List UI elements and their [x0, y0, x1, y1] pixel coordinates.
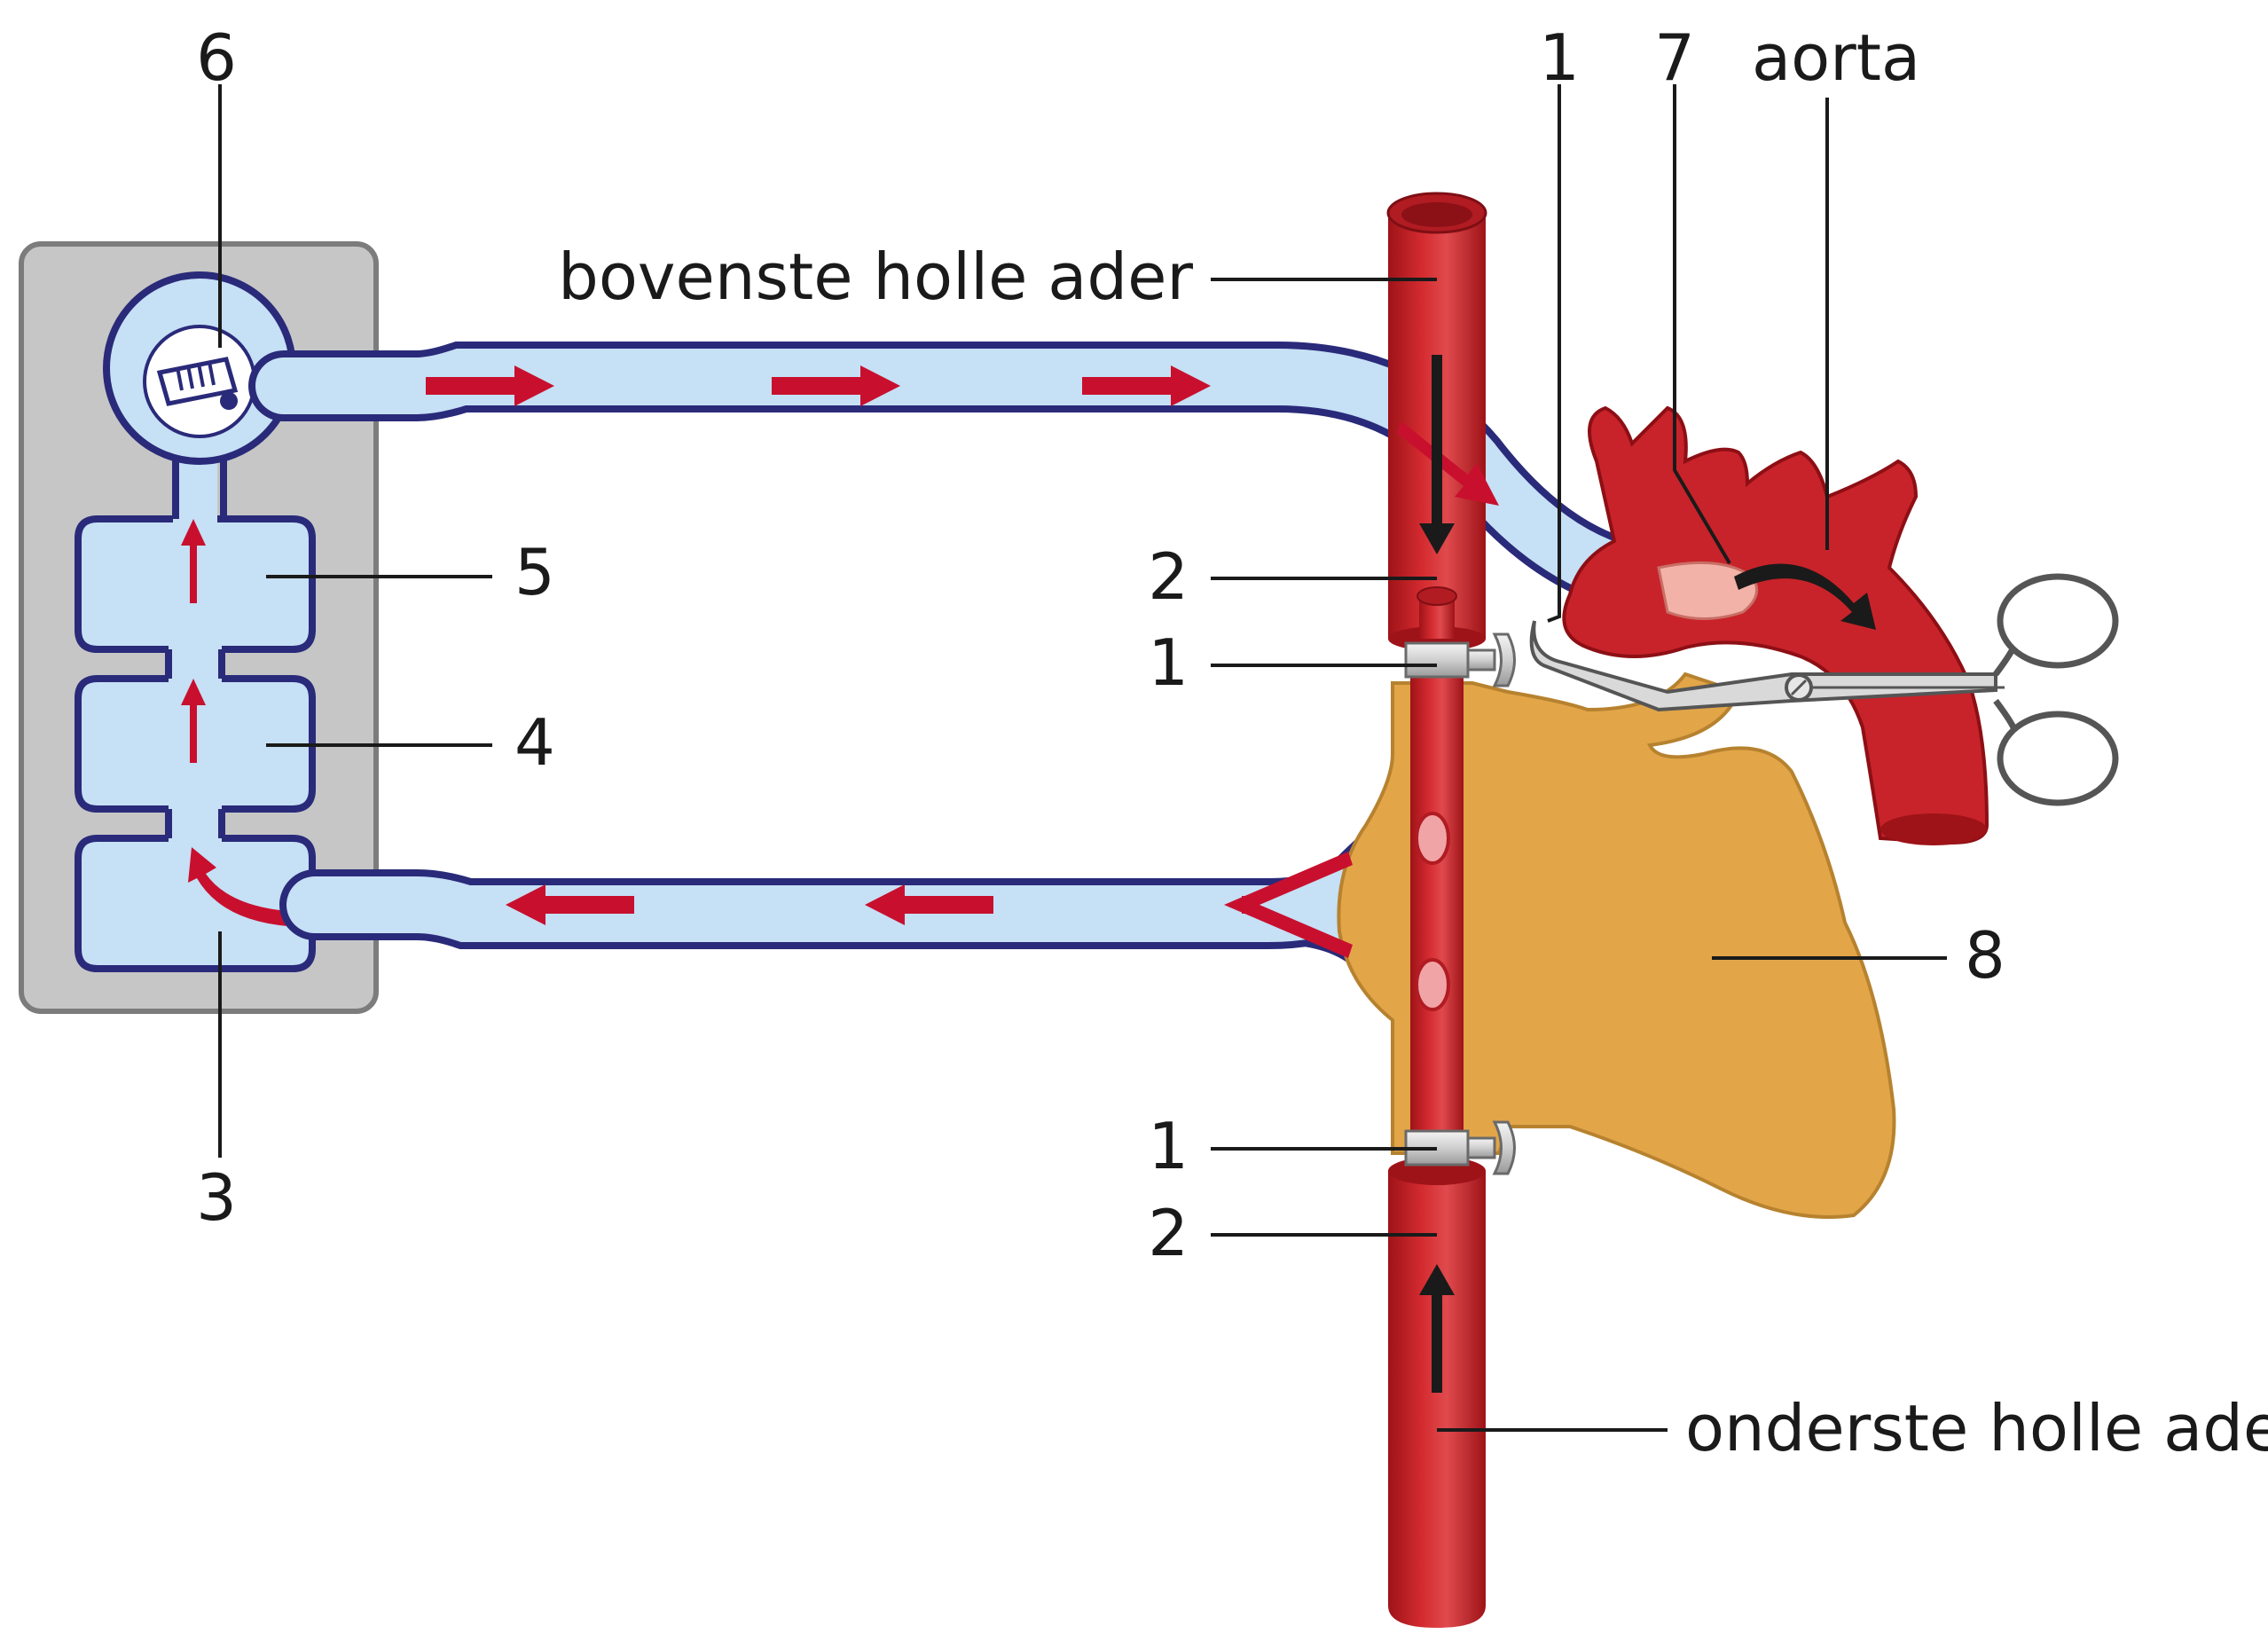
svc-cannula-stub — [1417, 587, 1456, 639]
label-2-low: 2 — [1148, 1196, 1189, 1270]
label-1-top: 1 — [1539, 20, 1580, 95]
label-8: 8 — [1965, 918, 2005, 993]
label-aorta: aorta — [1752, 20, 1920, 95]
clamp-upper — [1406, 634, 1515, 686]
label-1-low: 1 — [1148, 1109, 1189, 1183]
tube-flow-arrows — [426, 365, 1499, 958]
label-4: 4 — [514, 705, 555, 780]
venous-inlet-lower — [1417, 960, 1448, 1009]
connector-4-5 — [169, 643, 222, 686]
label-2-top: 2 — [1148, 539, 1189, 614]
oxygenator-symbol — [145, 326, 255, 436]
label-7: 7 — [1654, 20, 1695, 95]
connector-3-4 — [169, 803, 222, 845]
label-3: 3 — [196, 1160, 237, 1235]
aortic-cannula-tip — [1659, 562, 1757, 618]
venous-inlet-upper — [1417, 813, 1448, 863]
label-1-mid: 1 — [1148, 625, 1189, 700]
label-inferior-vena-cava: onderste holle ader — [1685, 1391, 2268, 1465]
label-5: 5 — [514, 535, 555, 609]
vena-cava-middle — [1410, 665, 1464, 1135]
label-6: 6 — [196, 20, 237, 95]
label-superior-vena-cava: bovenste holle ader — [558, 240, 1193, 314]
